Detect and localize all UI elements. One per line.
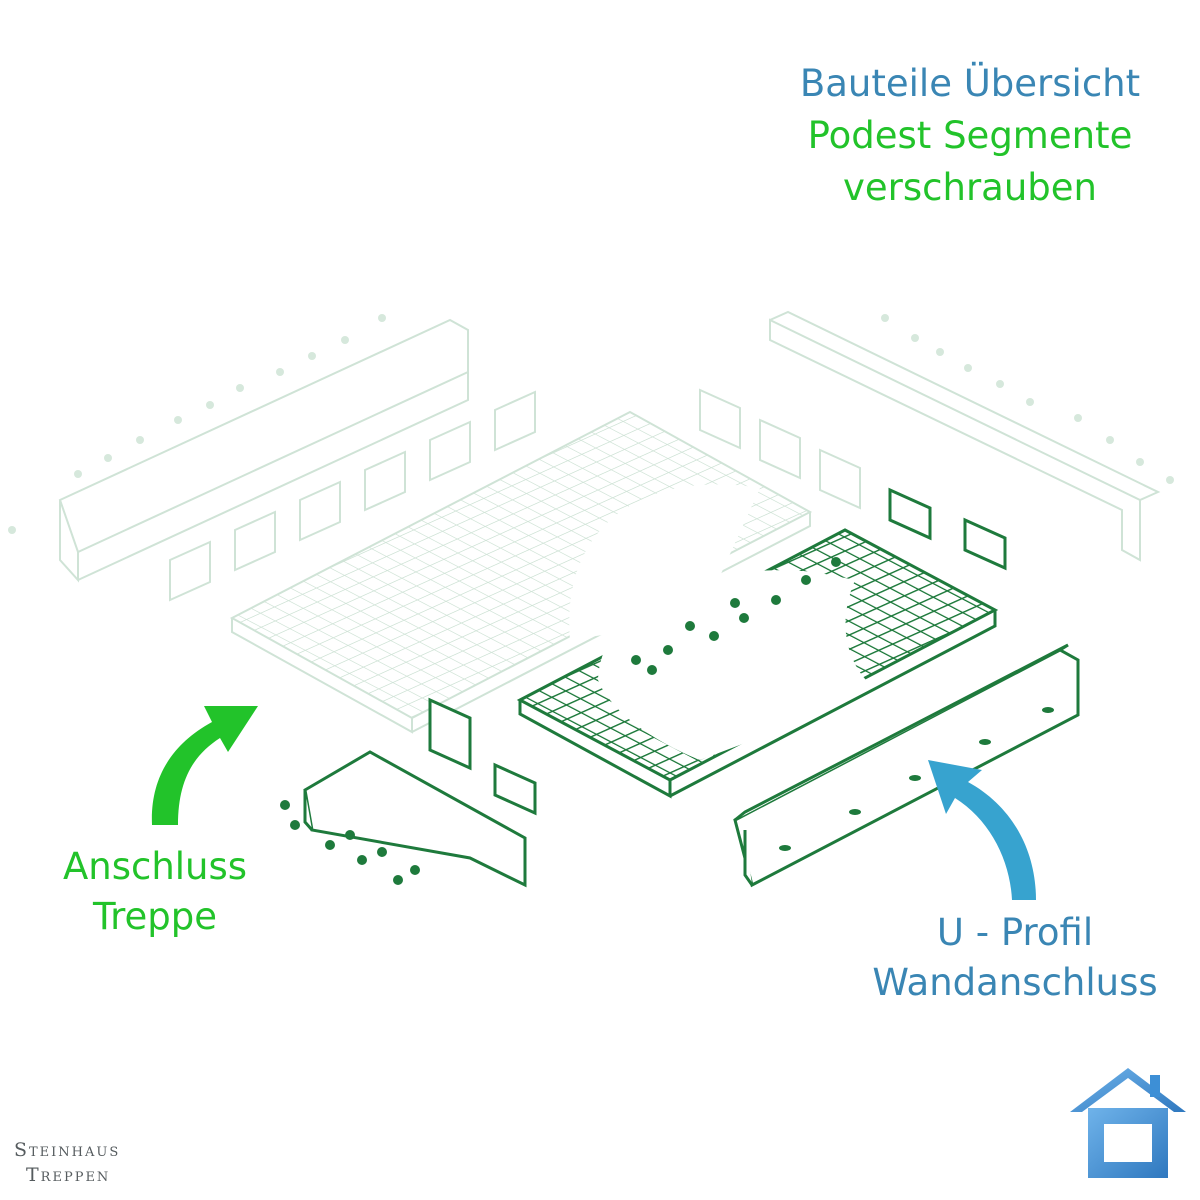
wall-connection-label: U - Profil Wandanschluss	[840, 908, 1190, 1008]
diagram-title: Bauteile Übersicht Podest Segmente versc…	[760, 58, 1180, 214]
title-line-2: Podest Segmente	[807, 114, 1133, 157]
profile-holes	[779, 707, 1054, 851]
ghost-left-brackets	[169, 390, 536, 602]
wall-connection-label-line-1: U - Profil	[936, 911, 1094, 954]
ghost-right-wall-profile	[769, 310, 1161, 562]
stair-connection-screws	[280, 800, 420, 885]
u-profile-wall-connection	[733, 643, 1080, 888]
blue-curved-arrow-icon	[928, 760, 1036, 900]
ghost-right-screws	[881, 314, 1174, 484]
segment-screws	[631, 557, 841, 675]
house-logo-icon	[1070, 1068, 1186, 1178]
grating-segment	[516, 528, 999, 799]
title-line-3: verschrauben	[843, 166, 1097, 209]
stairs-connection-label-line-1: Anschluss	[62, 845, 248, 888]
wall-connection-label-line-2: Wandanschluss	[872, 961, 1158, 1004]
brand-wordmark: Steinhaus Treppen	[14, 1138, 194, 1188]
title-line-1: Bauteile Übersicht	[799, 62, 1141, 105]
stairs-connection-label-line-2: Treppe	[92, 895, 218, 938]
stair-connection-brackets	[428, 487, 1007, 816]
stair-connection-angle-profile	[303, 750, 527, 888]
ghost-left-wall-profile	[58, 318, 469, 583]
ghost-grating-panel	[229, 410, 813, 734]
ghost-left-screws	[8, 314, 386, 534]
stairs-connection-label: Anschluss Treppe	[40, 842, 270, 942]
brand-line-2: Treppen	[26, 1164, 111, 1186]
ghost-right-brackets	[699, 388, 861, 510]
brand-line-1: Steinhaus	[14, 1139, 121, 1161]
green-curved-arrow-icon	[151, 706, 258, 825]
